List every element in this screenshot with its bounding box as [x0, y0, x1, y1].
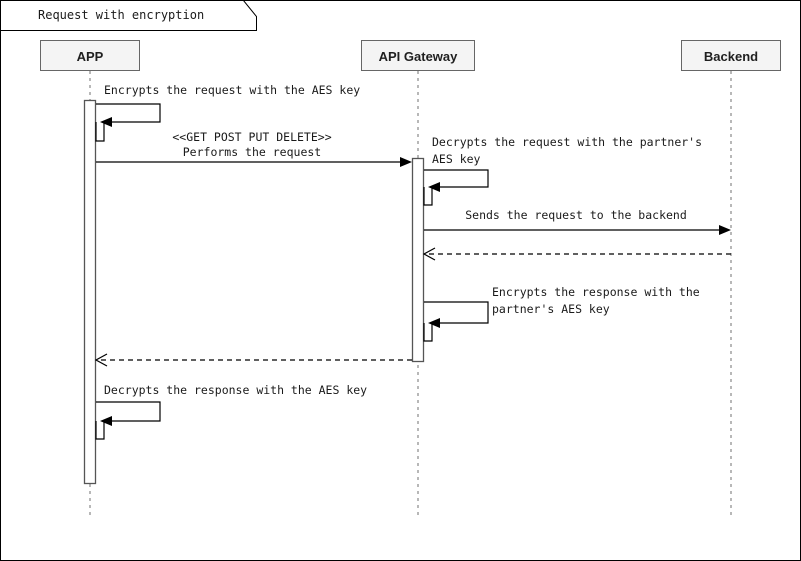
arrowhead-encrypt-response: [428, 318, 440, 328]
message-perform-request: <<GET POST PUT DELETE>> Performs the req…: [96, 130, 412, 167]
message-label-perform-request-line2: Performs the request: [183, 145, 321, 159]
message-decrypt-request: Decrypts the request with the partner's …: [423, 135, 702, 206]
activation-bar-api-gateway: [411, 157, 425, 363]
message-label-encrypt-request: Encrypts the request with the AES key: [104, 83, 360, 97]
diagram-title: Request with encryption: [38, 8, 204, 22]
participant-box-api-gateway[interactable]: [361, 40, 475, 71]
self-loop-decrypt-response: [96, 401, 161, 422]
participant-label-app: APP: [77, 49, 104, 64]
participant-label-backend: Backend: [704, 49, 758, 64]
participant-api-gateway[interactable]: API Gateway: [361, 40, 475, 71]
title-tab-shape: [0, 0, 257, 31]
message-label-decrypt-request-line2: AES key: [432, 152, 481, 166]
message-label-encrypt-response-line1: Encrypts the response with the: [492, 285, 700, 299]
self-nested-activation-decrypt-response: [95, 421, 105, 440]
participant-app[interactable]: APP: [40, 40, 140, 71]
arrowhead-decrypt-request: [428, 182, 440, 192]
self-nested-activation-decrypt-request: [423, 187, 433, 206]
arrowhead-decrypt-response: [100, 416, 112, 426]
self-nested-activation-encrypt-response: [423, 323, 433, 342]
self-loop-encrypt-response: [424, 301, 489, 324]
message-label-perform-request-line1: <<GET POST PUT DELETE>>: [172, 130, 331, 144]
self-nested-activation-encrypt-request: [95, 122, 105, 142]
message-encrypt-response: Encrypts the response with the partner's…: [423, 285, 700, 342]
participant-backend[interactable]: Backend: [681, 40, 781, 71]
message-decrypt-response: Decrypts the response with the AES key: [95, 383, 367, 440]
message-label-decrypt-request-line1: Decrypts the request with the partner's: [432, 135, 702, 149]
activation-bar-app: [83, 99, 97, 485]
message-backend-response: [422, 247, 731, 261]
message-label-decrypt-response: Decrypts the response with the AES key: [104, 383, 367, 397]
participant-box-app[interactable]: [40, 40, 140, 71]
self-loop-encrypt-request: [96, 103, 161, 123]
participant-box-backend[interactable]: [681, 40, 781, 71]
arrowhead-encrypt-request: [100, 117, 112, 127]
message-label-encrypt-response-line2: partner's AES key: [492, 302, 610, 316]
message-send-to-backend: Sends the request to the backend: [424, 208, 731, 235]
message-encrypt-request: Encrypts the request with the AES key: [95, 83, 360, 142]
arrowhead-backend-response: [422, 247, 436, 261]
arrowhead-perform-request: [400, 157, 412, 167]
participant-label-api-gateway: API Gateway: [379, 49, 459, 64]
arrowhead-send-to-backend: [719, 225, 731, 235]
message-gateway-response: [94, 353, 412, 367]
message-label-send-to-backend: Sends the request to the backend: [465, 208, 687, 222]
arrowhead-gateway-response: [94, 353, 108, 367]
self-loop-decrypt-request: [424, 169, 489, 188]
